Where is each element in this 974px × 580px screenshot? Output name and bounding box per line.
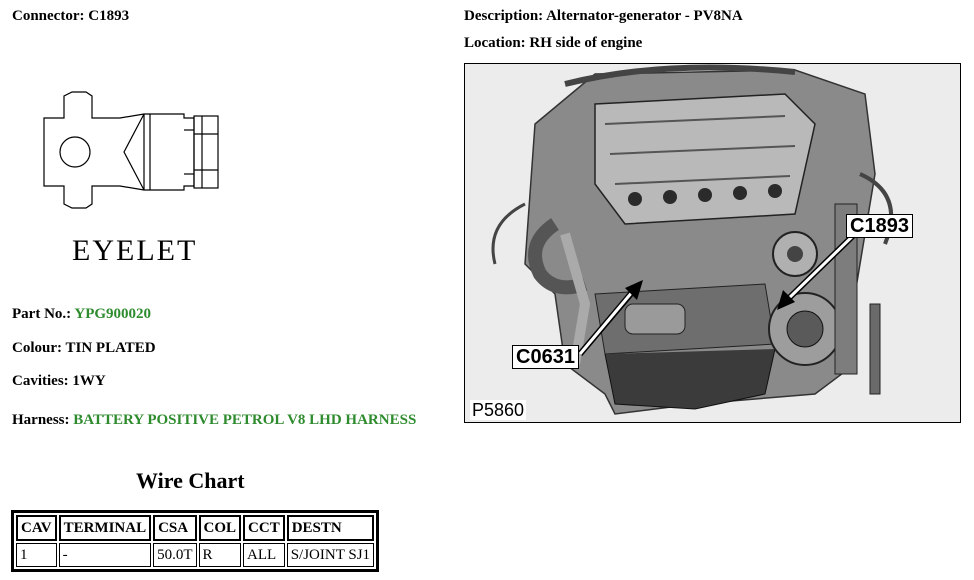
cell-csa: 50.0T bbox=[153, 543, 197, 567]
cavities-line: Cavities: 1WY bbox=[12, 373, 106, 390]
cell-cav: 1 bbox=[16, 543, 57, 567]
connector-label: Connector: bbox=[12, 8, 85, 24]
table-row: 1 - 50.0T R ALL S/JOINT SJ1 bbox=[16, 543, 375, 567]
cell-terminal: - bbox=[58, 543, 152, 567]
description-line: Description: Alternator-generator - PV8N… bbox=[464, 8, 743, 25]
drawing-caption: EYELET bbox=[72, 234, 198, 267]
callout-c0631: C0631 bbox=[512, 345, 579, 369]
engine-illustration bbox=[465, 64, 960, 422]
wire-chart-title: Wire Chart bbox=[136, 468, 245, 493]
figure-reference: P5860 bbox=[470, 400, 527, 420]
colour-value: TIN PLATED bbox=[65, 340, 156, 356]
harness-link[interactable]: BATTERY POSITIVE PETROL V8 LHD HARNESS bbox=[73, 412, 417, 428]
location-value: RH side of engine bbox=[529, 35, 643, 51]
header-col: COL bbox=[198, 515, 242, 541]
header-terminal: TERMINAL bbox=[58, 515, 152, 541]
harness-label: Harness: bbox=[12, 412, 70, 428]
header-cct: CCT bbox=[243, 515, 285, 541]
harness-line: Harness: BATTERY POSITIVE PETROL V8 LHD … bbox=[12, 412, 416, 429]
eyelet-connector-drawing bbox=[43, 91, 219, 209]
wire-chart-header-row: CAV TERMINAL CSA COL CCT DESTN bbox=[16, 515, 375, 541]
colour-line: Colour: TIN PLATED bbox=[12, 340, 156, 357]
callout-c1893: C1893 bbox=[846, 214, 913, 238]
connector-line: Connector: C1893 bbox=[12, 8, 129, 25]
part-number-line: Part No.: YPG900020 bbox=[12, 306, 151, 323]
cell-cct: ALL bbox=[243, 543, 285, 567]
engine-figure: C1893 C0631 P5860 bbox=[464, 63, 961, 423]
header-cav: CAV bbox=[16, 515, 57, 541]
description-value: Alternator-generator - PV8NA bbox=[546, 8, 743, 24]
part-number-label: Part No.: bbox=[12, 306, 72, 322]
cavities-label: Cavities: bbox=[12, 373, 69, 389]
header-csa: CSA bbox=[153, 515, 197, 541]
cell-destn: S/JOINT SJ1 bbox=[286, 543, 375, 567]
location-line: Location: RH side of engine bbox=[464, 35, 642, 52]
cavities-value: 1WY bbox=[72, 373, 106, 389]
description-label: Description: bbox=[464, 8, 544, 24]
connector-value: C1893 bbox=[88, 8, 130, 24]
header-destn: DESTN bbox=[286, 515, 375, 541]
colour-label: Colour: bbox=[12, 340, 62, 356]
cell-col: R bbox=[198, 543, 242, 567]
part-number-link[interactable]: YPG900020 bbox=[74, 306, 152, 322]
wire-chart-table: CAV TERMINAL CSA COL CCT DESTN 1 - 50.0T… bbox=[11, 510, 380, 572]
location-label: Location: bbox=[464, 35, 526, 51]
